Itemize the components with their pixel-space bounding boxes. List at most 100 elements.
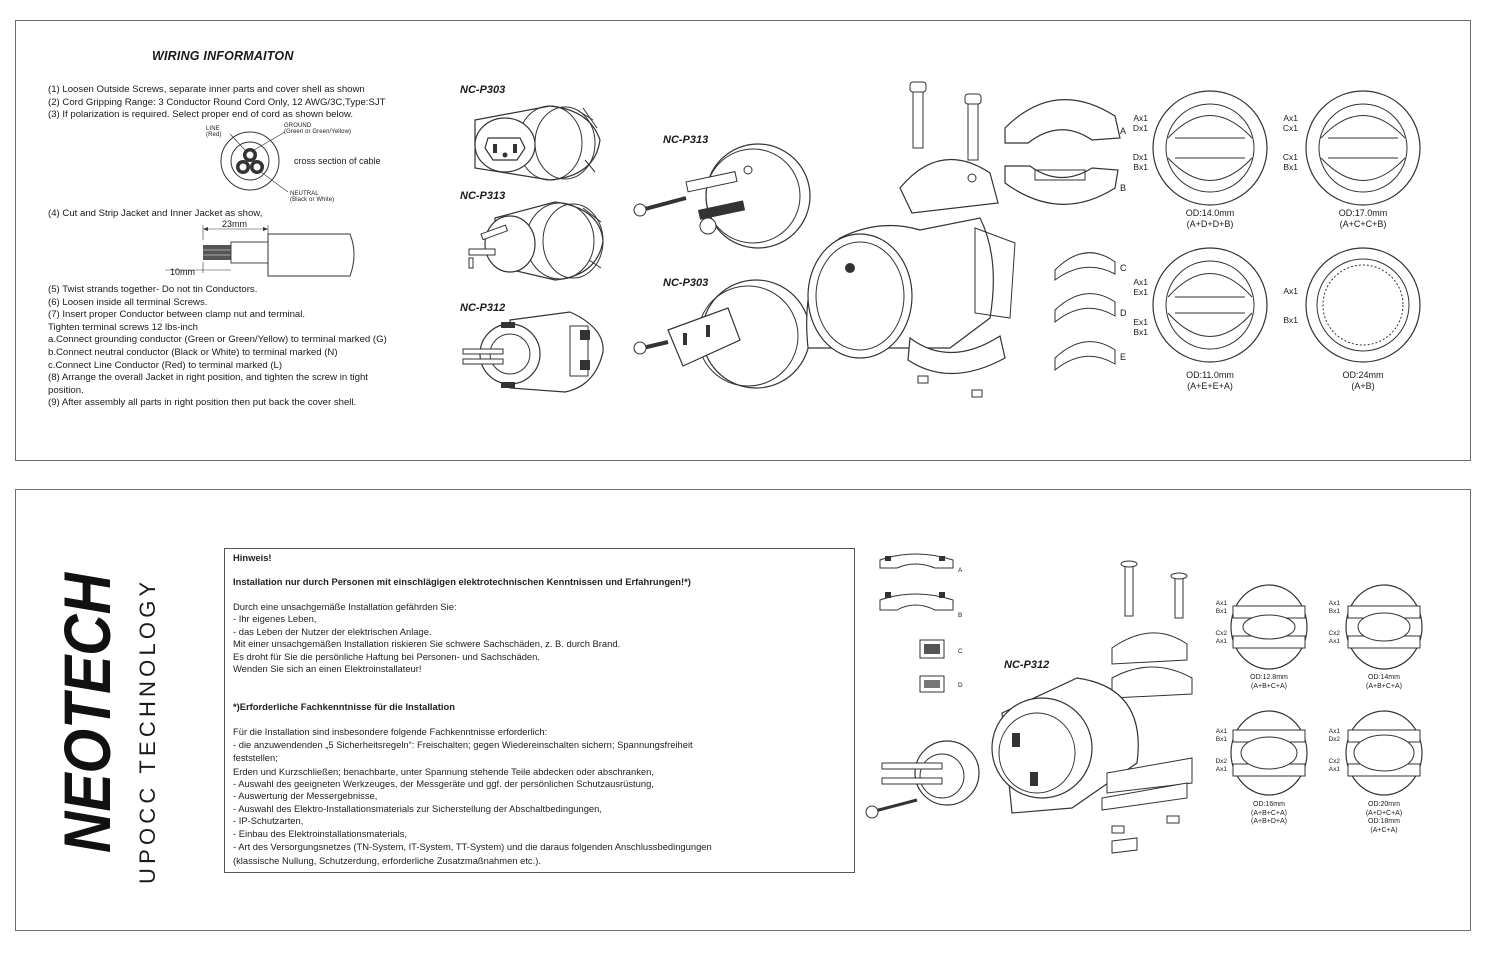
cable-strip-diagram (165, 225, 355, 277)
clamp-config-ring-3 (1152, 247, 1268, 363)
connector-housing-exploded-illustration (806, 81, 1016, 398)
notice-line: (klassische Nullung, Schutzerdung, erfor… (233, 855, 541, 866)
line-label: LINE (206, 126, 220, 132)
bottom-part-label-b: B (958, 612, 963, 619)
config-4-bottom: Bx1 (1283, 315, 1298, 325)
step-text: (8) Arrange the overall Jacket in right … (48, 372, 368, 384)
clamp-parts-ab-illustration (1004, 99, 1121, 205)
config-1-od: OD:14.0mm(A+D+D+B) (1185, 208, 1235, 229)
nc-p312-connector-illustration (462, 311, 604, 393)
safety-panel (15, 489, 1471, 931)
notice-line: Durch eine unsachgemäße Installation gef… (233, 601, 457, 612)
notice-line: Erden und Kurzschließen; benachbarte, un… (233, 766, 654, 777)
clamp-config-ring-2 (1305, 90, 1421, 206)
brand-tagline: UPOCC TECHNOLOGY (135, 577, 160, 884)
notice-line: Wenden Sie sich an einen Elektroinstalla… (233, 663, 422, 674)
notice-warning: Installation nur durch Personen mit eins… (233, 576, 691, 587)
model-label-p312: NC-P312 (460, 302, 506, 314)
bottom-config-ring-2 (1345, 584, 1423, 670)
config-4-od: OD:24mm(A+B) (1342, 370, 1384, 391)
step-text: a.Connect grounding conductor (Green or … (48, 334, 387, 346)
nc-p313-exploded-illustration (633, 143, 811, 249)
model-label-p313: NC-P313 (460, 190, 506, 202)
bottom-config-ring-1 (1230, 584, 1308, 670)
config-4-top: Ax1 (1283, 286, 1298, 296)
ground-label: GROUND (284, 123, 312, 129)
cable-cross-section-diagram (220, 131, 289, 193)
step-text: (9) After assembly all parts in right po… (48, 397, 357, 409)
notice-line: Mit einer unsachgemäßen Installation ris… (233, 638, 621, 649)
config-2-od: OD:17.0mm(A+C+C+B) (1338, 208, 1388, 229)
wiring-title: WIRING INFORMAITON (152, 49, 294, 63)
bottom-config-ring-3 (1230, 710, 1308, 796)
neutral-color: (Black or White) (290, 197, 335, 203)
bottom-part-label-a: A (958, 567, 963, 574)
top-part-label-a: A (1120, 126, 1127, 136)
nc-p303-exploded-illustration (633, 279, 811, 389)
clamp-config-ring-1 (1152, 90, 1268, 206)
notice-line: Es droht für Sie die persönliche Haftung… (233, 651, 540, 662)
bconfig-3-od: OD:16mm(A+B+C+A)(A+B+D+A) (1251, 801, 1287, 825)
step-text: (3) If polarization is required. Select … (48, 109, 354, 121)
notice-line: - Auswahl des Elektro-Installationsmater… (233, 803, 602, 814)
bconfig-2-od: OD:14mm(A+B+C+A) (1366, 674, 1402, 690)
model-label-p303: NC-P303 (460, 84, 506, 96)
notice-line: - die anzuwendenden „5 Sicherheitsregeln… (233, 739, 693, 750)
step-text: Tighten terminal screws 12 lbs-inch (48, 321, 199, 333)
ground-color: (Green or Green/Yellow) (284, 129, 352, 135)
step-4: (4) Cut and Strip Jacket and Inner Jacke… (48, 208, 263, 219)
step-text: c.Connect Line Conductor (Red) to termin… (48, 359, 283, 371)
notice-line: - Auswertung der Messergebnisse, (233, 790, 378, 801)
notice-line: - Einbau des Elektroinstallationsmateria… (233, 828, 408, 839)
notice-line: - das Leben der Nutzer der elektrischen … (233, 626, 432, 637)
wiring-steps-2: (5) Twist strands together- Do not tin C… (48, 284, 387, 410)
cross-section-caption: cross section of cable (294, 156, 381, 166)
config-3-od: OD:11.0mm(A+E+E+A) (1186, 370, 1234, 391)
step-text: b.Connect neutral conductor (Black or Wh… (48, 346, 338, 358)
step-text: position. (48, 384, 84, 396)
step-text: (2) Cord Gripping Range: 3 Conductor Rou… (48, 96, 386, 108)
line-color: (Red) (206, 132, 222, 138)
notice-line: Für die Installation sind insbesondere f… (233, 726, 548, 737)
notice-line: - Art des Versorgungsnetzes (TN-System, … (233, 841, 712, 852)
logo-wordmark: NEOTECH (50, 572, 124, 853)
notice-line: feststellen; (233, 752, 278, 763)
bconfig-1-od: OD:12.8mm(A+B+C+A) (1250, 674, 1288, 690)
notice-heading: Hinweis! (233, 552, 272, 563)
top-part-label-b: B (1120, 183, 1127, 193)
notice-line: - IP-Schutzarten, (233, 815, 304, 826)
model-label-p303-exploded: NC-P303 (663, 277, 709, 289)
top-part-label-e: E (1120, 352, 1127, 362)
bottom-part-label-c: C (958, 648, 963, 655)
bottom-part-label-d: D (958, 682, 963, 689)
clamp-parts-cde-illustration (1054, 252, 1116, 372)
bconfig-4-od: OD:20mm(A+D+C+A)OD:18mm(A+C+A) (1365, 801, 1403, 834)
bottom-config-ring-4 (1345, 710, 1423, 796)
step-text: (7) Insert proper Conductor between clam… (48, 309, 306, 321)
dim-10mm: 10mm (170, 267, 196, 277)
bottom-clamp-parts-illustration (879, 553, 954, 693)
wiring-steps-1: (1) Loosen Outside Screws, separate inne… (48, 84, 386, 122)
top-part-label-d: D (1120, 308, 1127, 318)
nc-p303-connector-illustration (474, 105, 601, 181)
dim-23mm: 23mm (222, 219, 248, 229)
step-text: (1) Loosen Outside Screws, separate inne… (48, 84, 365, 95)
neutral-label: NEUTRAL (290, 191, 319, 197)
model-label-p313-exploded: NC-P313 (663, 134, 709, 146)
safety-notice-box: Hinweis! Installation nur durch Personen… (224, 548, 855, 873)
notice-subheading: *)Erforderliche Fachkenntnisse für die I… (233, 701, 455, 712)
nc-p313-connector-illustration (468, 201, 604, 281)
nc-p312-exploded-illustration (865, 560, 1193, 854)
step-text: (5) Twist strands together- Do not tin C… (48, 284, 258, 295)
notice-line: - Auswahl des geeigneten Werkzeuges, der… (233, 778, 654, 789)
